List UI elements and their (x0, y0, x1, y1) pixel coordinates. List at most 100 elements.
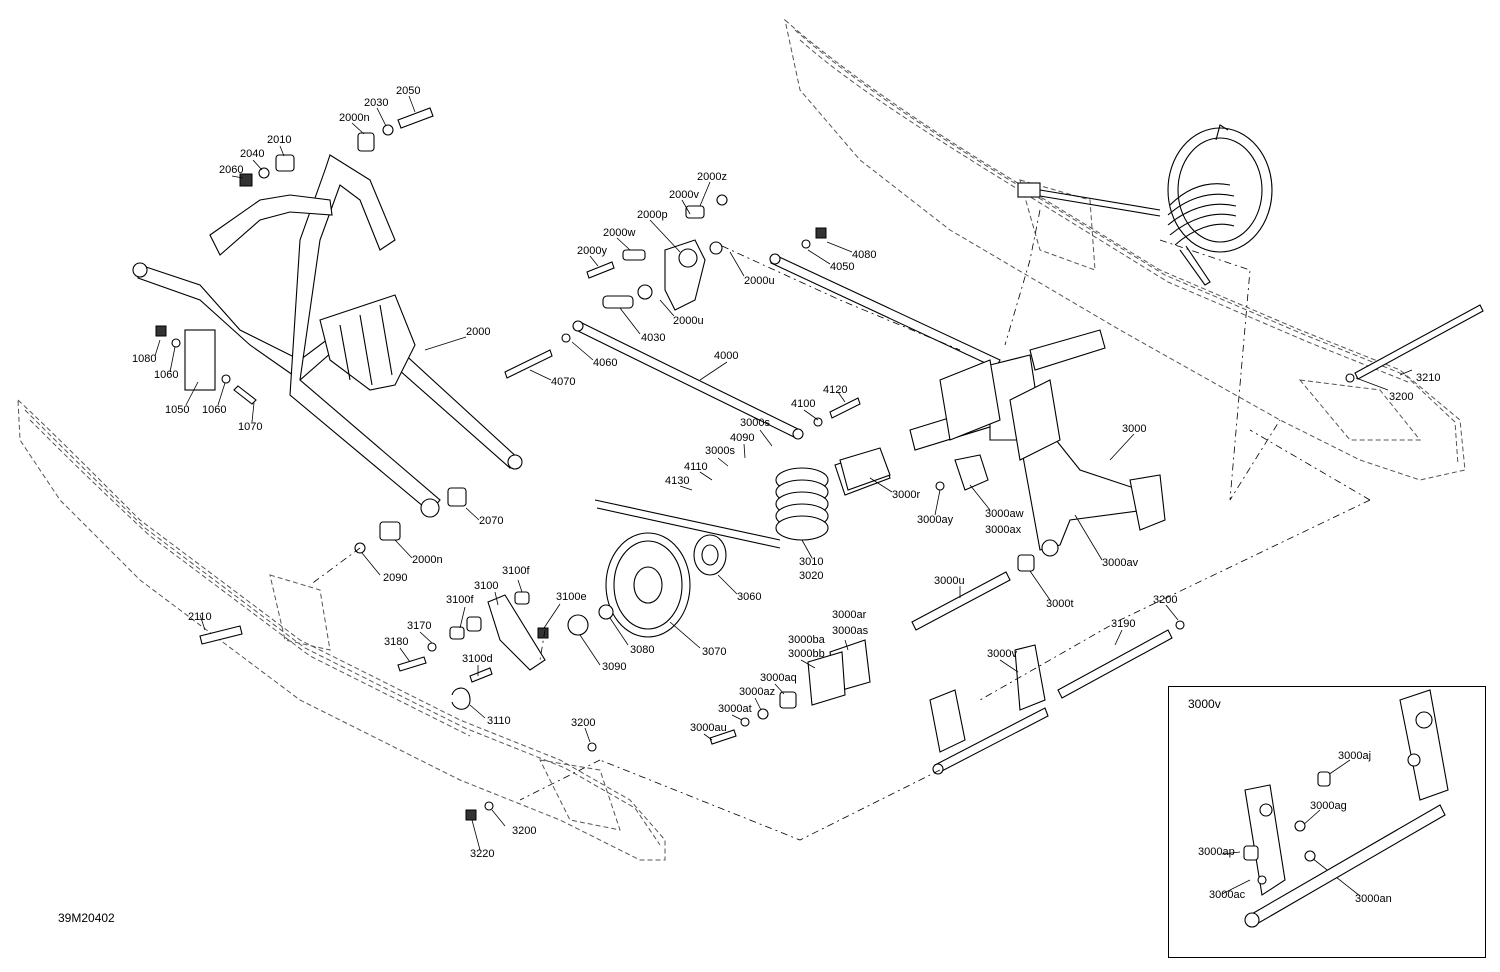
shafts (911, 304, 1484, 699)
callout-3000u: 3000u (934, 575, 965, 587)
callout-1060: 1060 (154, 369, 178, 381)
callout-3100f: 3100f (446, 594, 474, 606)
rail-rear-right (784, 18, 1466, 481)
rear-arm-3000 (909, 329, 1166, 557)
front-arm-2000 (132, 154, 523, 518)
callout-3000s: 3000s (740, 417, 770, 429)
callout-2090: 2090 (383, 572, 407, 584)
callout-4110: 4110 (684, 461, 708, 473)
callout-3000as: 3000as (832, 625, 869, 637)
callout-3000ag: 3000ag (1310, 800, 1347, 812)
callout-2050: 2050 (396, 85, 420, 97)
callout-3000aj: 3000aj (1338, 750, 1371, 762)
callout-3000ba: 3000ba (788, 634, 826, 646)
callout-4060: 4060 (593, 357, 617, 369)
callout-3000v: 3000v (987, 648, 1017, 660)
callout-3080: 3080 (630, 644, 654, 656)
callout-3220: 3220 (470, 848, 494, 860)
rear-shock-absorber (1017, 124, 1273, 286)
idler-wheel-3070 (567, 532, 727, 638)
callout-4130: 4130 (665, 475, 689, 487)
callout-3210: 3210 (1416, 372, 1440, 384)
callout-3060: 3060 (737, 591, 761, 603)
callout-3200: 3200 (571, 717, 595, 729)
callout-4090: 4090 (730, 432, 754, 444)
callout-2000y: 2000y (577, 245, 607, 257)
callout-3000ay: 3000ay (917, 514, 954, 526)
lower-arm-hardware (199, 487, 467, 645)
callout-2000w: 2000w (603, 227, 635, 239)
callout-2110: 2110 (188, 611, 212, 623)
callout-4120: 4120 (823, 384, 847, 396)
callout-2030: 2030 (364, 97, 388, 109)
callout-2000v: 2000v (669, 189, 699, 201)
callout-2000z: 2000z (697, 171, 727, 183)
callout-3000az: 3000az (739, 686, 775, 698)
bottom-hardware (465, 742, 597, 821)
callout-2000u: 2000u (744, 275, 775, 287)
bracket-hardware-1050 (155, 325, 257, 405)
callout-2010: 2010 (267, 134, 291, 146)
callout-1080: 1080 (132, 353, 156, 365)
link-rod-4000 (504, 227, 1001, 440)
callout-2070: 2070 (479, 515, 503, 527)
callout-3200: 3200 (512, 825, 536, 837)
callout-2000n: 2000n (339, 112, 370, 124)
assembly-lines (309, 209, 1371, 841)
callout-3100d: 3100d (462, 653, 493, 665)
callout-1050: 1050 (165, 404, 189, 416)
callout-2000n: 2000n (412, 554, 443, 566)
arm-hardware-top (239, 107, 434, 187)
callout-2060: 2060 (219, 164, 243, 176)
callout-3100: 3100 (474, 580, 498, 592)
bearing-block-3000ar (709, 639, 871, 745)
callout-3000r: 3000r (892, 489, 920, 501)
callout-3000ar: 3000ar (832, 609, 867, 621)
callout-2000u: 2000u (673, 315, 704, 327)
rail-front-left (17, 398, 666, 861)
callout-1070: 1070 (238, 421, 262, 433)
callout-4070: 4070 (551, 376, 575, 388)
callout-2000p: 2000p (637, 209, 668, 221)
callout-3070: 3070 (702, 646, 726, 658)
callout-3010: 3010 (799, 556, 823, 568)
callout-3000: 3000 (1122, 423, 1146, 435)
inset-drawing-3000v (1243, 689, 1449, 928)
bracket-3000v (929, 644, 1049, 775)
callout-3000au: 3000au (690, 722, 727, 734)
diagram-code: 39M20402 (58, 911, 115, 925)
callout-3000ax: 3000ax (985, 524, 1022, 536)
callout-3200: 3200 (1389, 391, 1413, 403)
inset-detail-box (1168, 686, 1486, 958)
bracket-2000p (586, 194, 728, 311)
callout-3100e: 3100e (556, 591, 587, 603)
callout-3000s: 3000s (705, 445, 735, 457)
callout-3000av: 3000av (1102, 557, 1139, 569)
inset-title: 3000v (1188, 697, 1221, 711)
callout-3000aq: 3000aq (760, 672, 797, 684)
callout-3000at: 3000at (718, 703, 752, 715)
callout-3190: 3190 (1111, 618, 1135, 630)
callout-4080: 4080 (852, 249, 876, 261)
callout-3020: 3020 (799, 570, 823, 582)
callout-4050: 4050 (830, 261, 854, 273)
callout-1060: 1060 (202, 404, 226, 416)
callout-4030: 4030 (641, 332, 665, 344)
callout-3000ac: 3000ac (1209, 889, 1246, 901)
callout-3100f: 3100f (502, 565, 530, 577)
callout-4000: 4000 (714, 350, 738, 362)
callout-3000ap: 3000ap (1198, 846, 1235, 858)
callout-2000: 2000 (466, 326, 490, 338)
callout-3090: 3090 (602, 661, 626, 673)
callout-4100: 4100 (791, 398, 815, 410)
callout-3000bb: 3000bb (788, 648, 825, 660)
callout-3000t: 3000t (1046, 598, 1074, 610)
callout-3180: 3180 (384, 636, 408, 648)
callout-2040: 2040 (240, 148, 264, 160)
callout-3110: 3110 (487, 715, 511, 727)
callout-3000aw: 3000aw (985, 508, 1024, 520)
callout-3000an: 3000an (1355, 893, 1392, 905)
axle-hardware (839, 447, 989, 491)
